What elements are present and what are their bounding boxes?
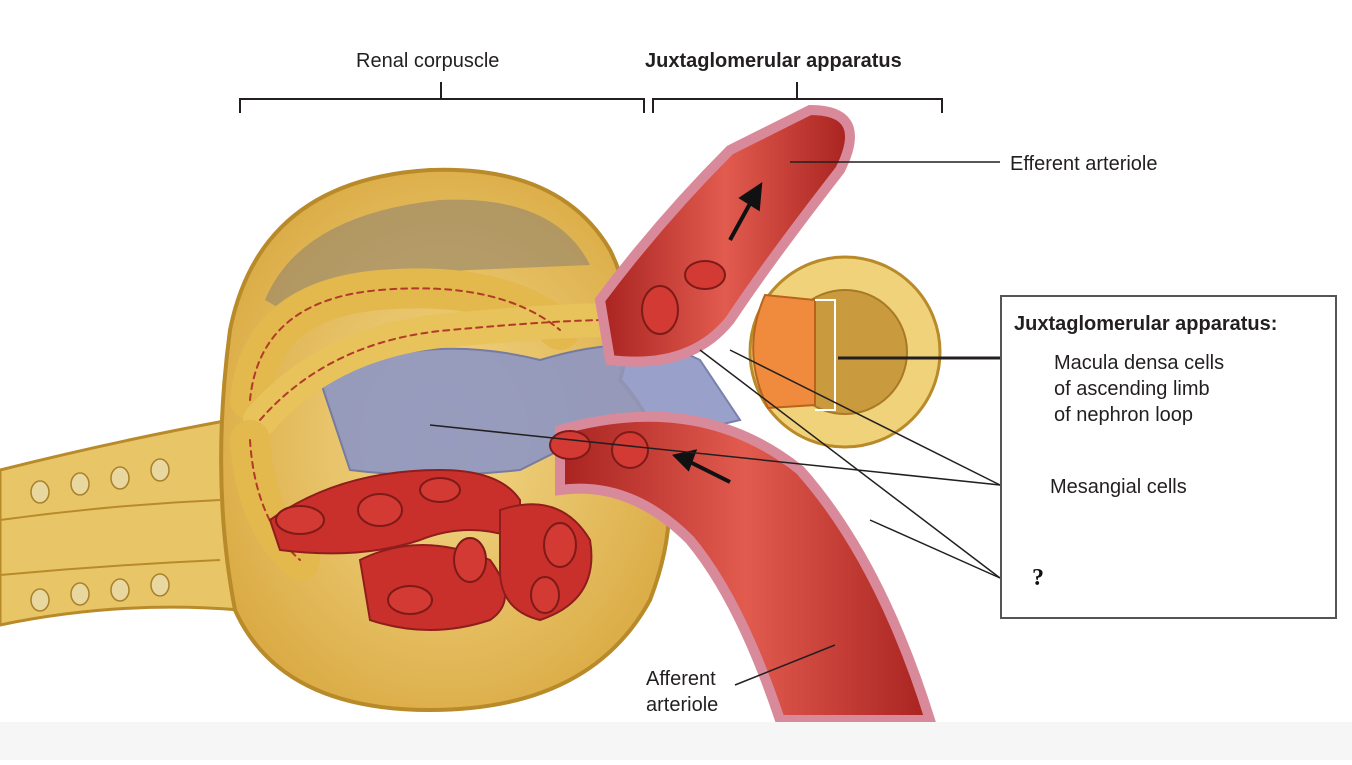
afferent-arteriole-label-line1: Afferent <box>646 668 716 690</box>
jga-info-box: Juxtaglomerular apparatus: Macula densa … <box>1000 295 1337 619</box>
macula-densa-label-line2: of ascending limb <box>1054 378 1210 400</box>
afferent-arteriole-label-line2: arteriole <box>646 694 719 716</box>
efferent-arteriole-label: Efferent arteriole <box>1010 153 1158 175</box>
flow-arrows <box>672 182 763 484</box>
red-blood-cells <box>275 260 726 615</box>
jga-header-label: Juxtaglomerular apparatus <box>645 50 902 72</box>
leader-lines <box>429 161 1001 686</box>
macula-densa-label-line1: Macula densa cells <box>1054 352 1225 374</box>
unknown-label: ? <box>1032 565 1044 591</box>
tubule-nuclei <box>30 458 170 612</box>
distal-tubule <box>748 255 942 449</box>
mesangial-cells-label: Mesangial cells <box>1050 476 1187 498</box>
macula-densa-label-line3: of nephron loop <box>1054 404 1194 426</box>
renal-corpuscle-label: Renal corpuscle <box>356 50 500 72</box>
footer-strip <box>0 722 1352 760</box>
afferent-arteriole <box>555 411 937 725</box>
header-brackets <box>239 82 943 113</box>
info-box-title: Juxtaglomerular apparatus: <box>1014 313 1278 335</box>
